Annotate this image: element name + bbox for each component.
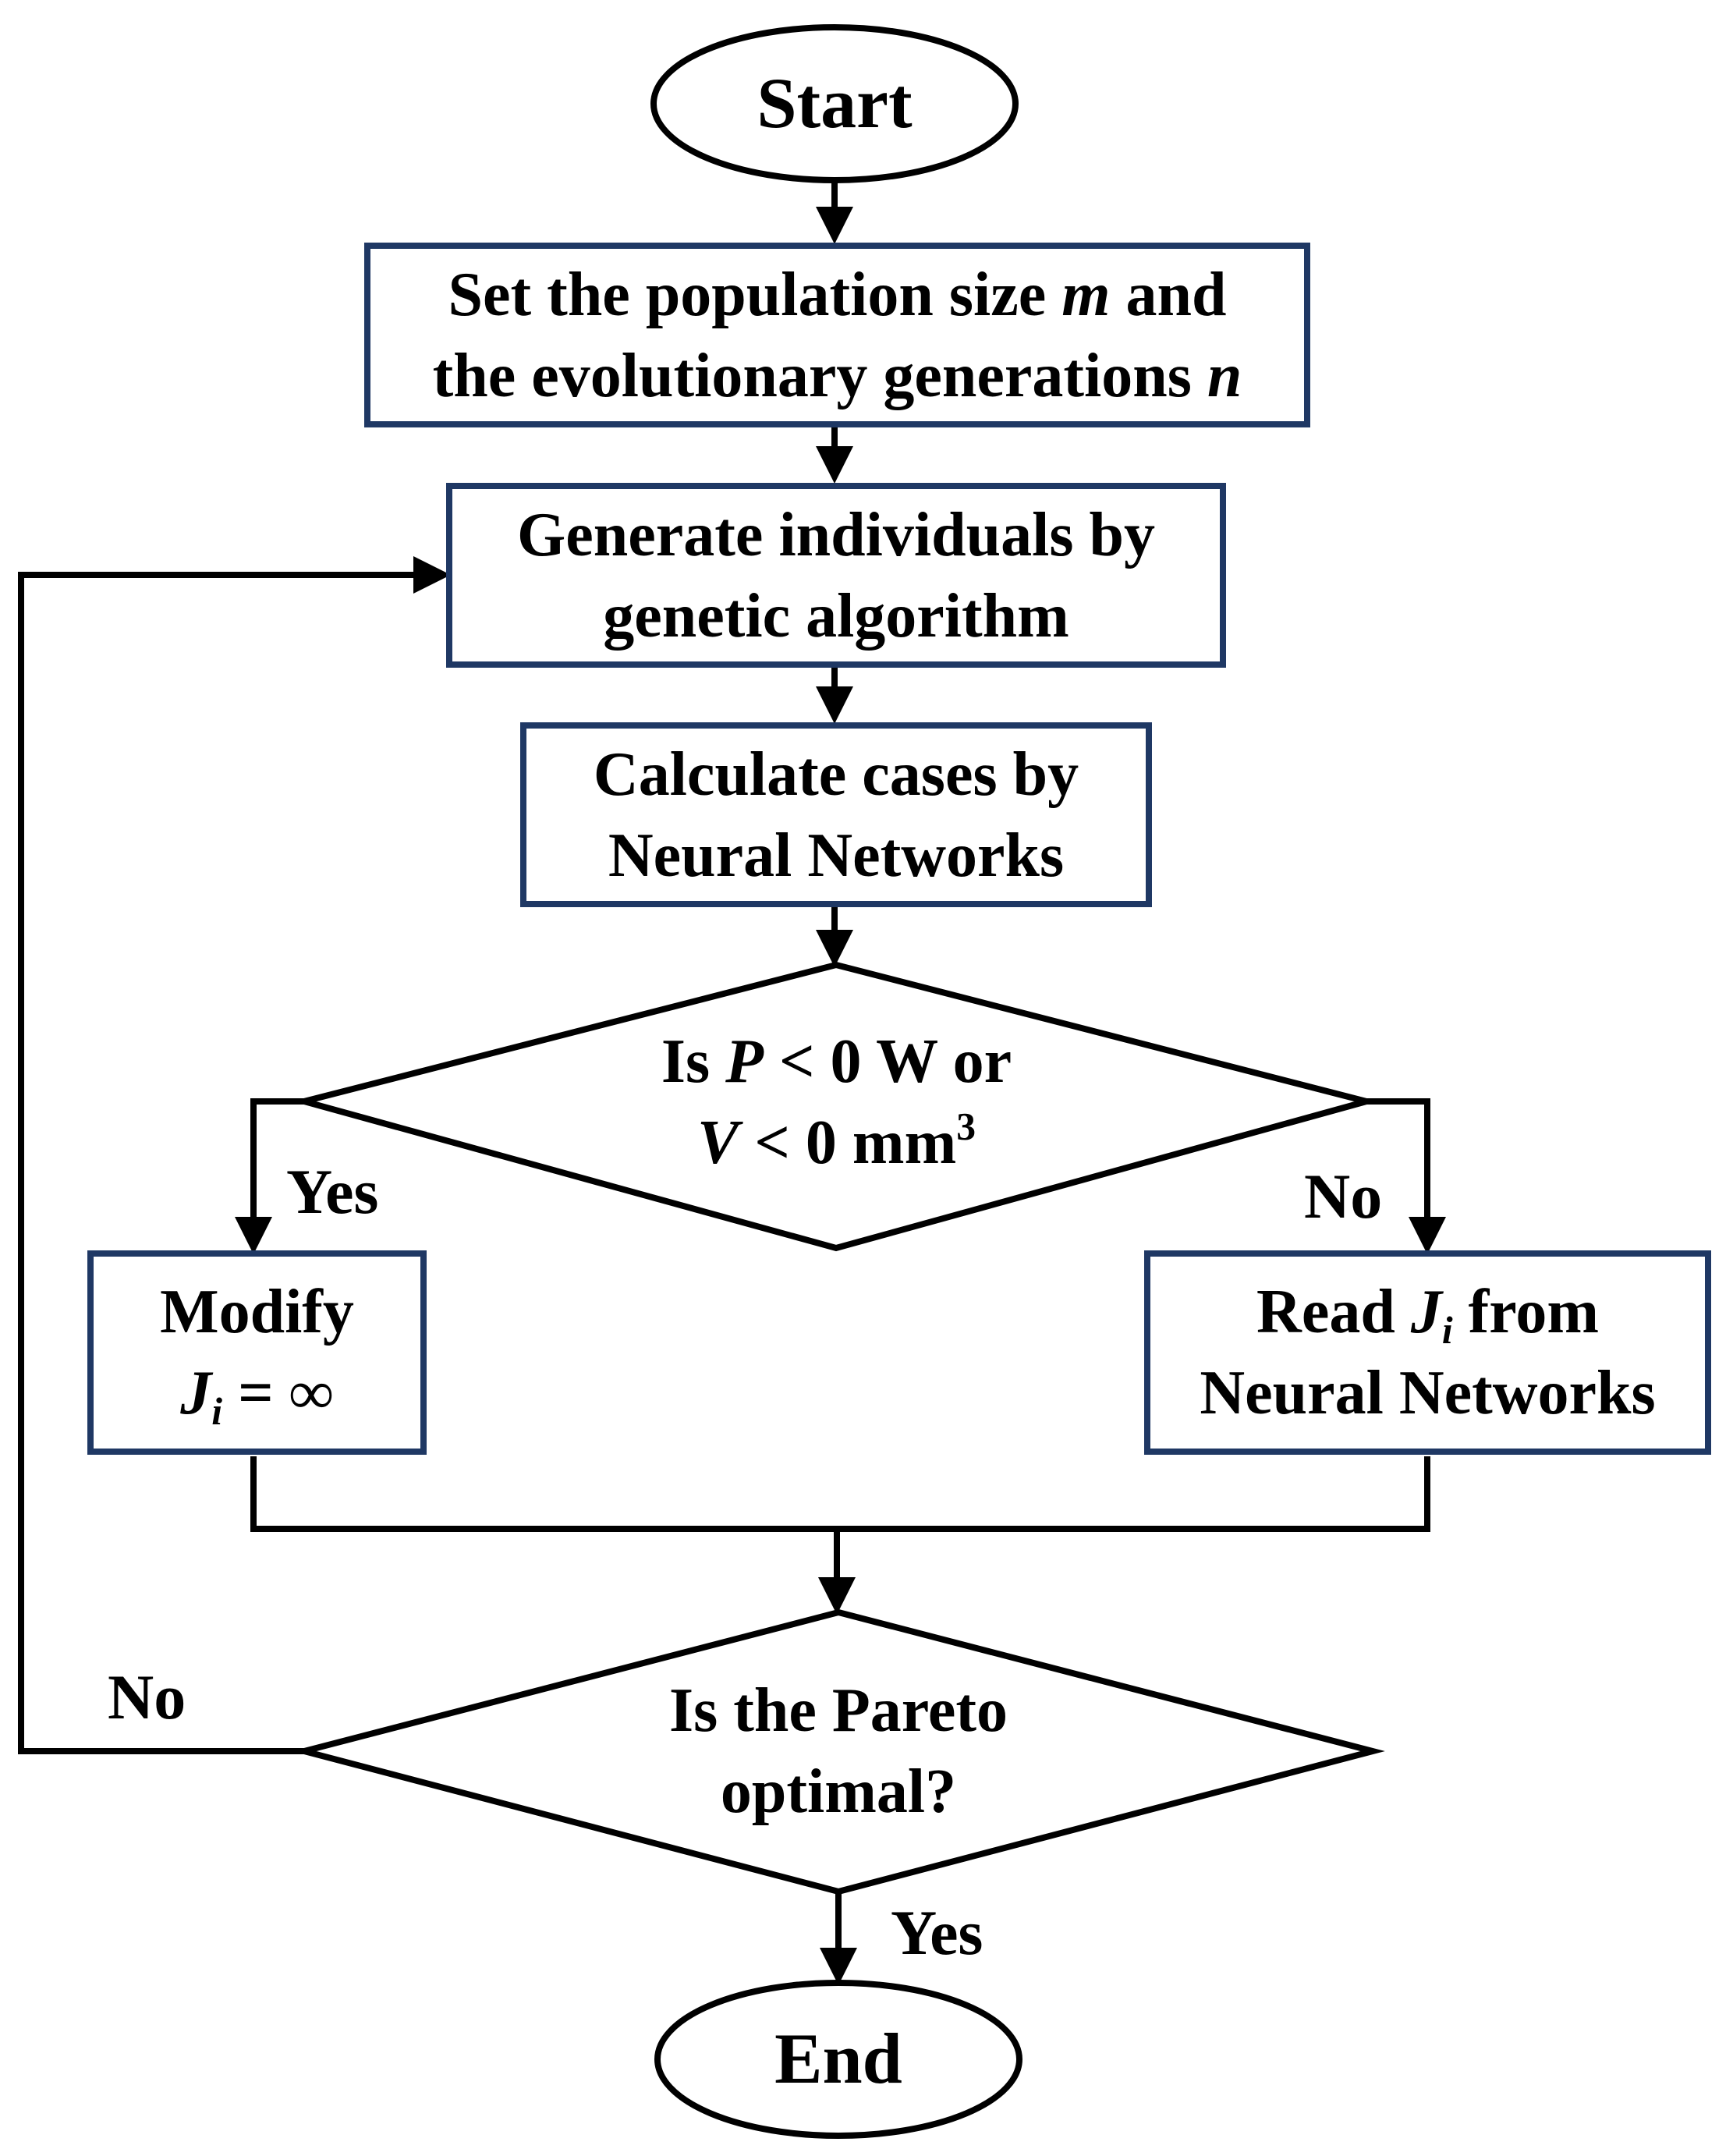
end-terminal: End xyxy=(657,1983,1019,2136)
generate-line-1: Generate individuals by xyxy=(517,500,1155,569)
pareto-line-1: Is the Pareto xyxy=(669,1676,1008,1745)
end-label: End xyxy=(774,2019,902,2099)
objective-variable: J xyxy=(180,1359,212,1427)
set-parameters-box: Set the population size m and the evolut… xyxy=(364,243,1310,427)
calculate-cases-box: Calculate cases by Neural Networks xyxy=(520,722,1152,907)
arrow-constraint-yes-branch xyxy=(235,1098,304,1254)
generate-individuals-box: Generate individuals by genetic algorith… xyxy=(446,483,1226,668)
population-size-variable: m xyxy=(1061,260,1111,329)
read-objective-variable: J xyxy=(1410,1278,1442,1346)
arrow-pareto-no-loop xyxy=(18,556,451,1754)
modify-box: Modify Ji = ∞ xyxy=(87,1250,427,1455)
constraint-text-1b: < 0 W or xyxy=(763,1027,1012,1096)
constraint-text-2b: < 0 mm xyxy=(739,1108,957,1177)
read-box: Read Ji from Neural Networks xyxy=(1144,1250,1711,1455)
merge-line xyxy=(250,1456,1430,1532)
constraint-decision: Is P < 0 W or V < 0 mm3 xyxy=(484,1014,1189,1190)
start-label: Start xyxy=(757,63,913,144)
set-parameters-text-2a: the evolutionary generations xyxy=(432,341,1207,410)
power-variable: P xyxy=(725,1027,764,1096)
read-line-1: Read Ji from xyxy=(1256,1271,1599,1353)
objective-subscript: i xyxy=(211,1389,223,1433)
cubic-exponent: 3 xyxy=(956,1104,976,1147)
constraint-line-2: V < 0 mm3 xyxy=(697,1102,976,1183)
read-text-1b: from xyxy=(1452,1278,1599,1346)
read-line-2: Neural Networks xyxy=(1200,1359,1656,1427)
set-parameters-line-1: Set the population size m and xyxy=(448,254,1227,335)
constraint-text-1a: Is xyxy=(661,1027,726,1096)
volume-variable: V xyxy=(696,1108,739,1177)
calculate-line-2: Neural Networks xyxy=(608,821,1065,890)
pareto-no-label: No xyxy=(108,1661,186,1732)
pareto-yes-label: Yes xyxy=(891,1897,983,1968)
pareto-line-2: optimal? xyxy=(720,1757,957,1826)
read-text-1a: Read xyxy=(1256,1278,1411,1346)
constraint-line-1: Is P < 0 W or xyxy=(661,1021,1012,1102)
pareto-decision: Is the Pareto optimal? xyxy=(507,1661,1170,1841)
modify-line-2: Ji = ∞ xyxy=(180,1353,333,1434)
constraint-no-label: No xyxy=(1304,1161,1383,1232)
constraint-decision-shape xyxy=(292,961,1379,1252)
read-objective-subscript: i xyxy=(1441,1308,1453,1352)
generate-line-2: genetic algorithm xyxy=(603,581,1069,651)
modify-line-1: Modify xyxy=(160,1278,354,1346)
start-terminal: Start xyxy=(654,27,1015,180)
constraint-yes-label: Yes xyxy=(286,1156,379,1227)
arrow-constraint-no-branch xyxy=(1366,1098,1446,1254)
set-parameters-text-1a: Set the population size xyxy=(448,260,1062,329)
set-parameters-line-2: the evolutionary generations n xyxy=(433,335,1242,417)
set-parameters-text-1b: and xyxy=(1110,260,1227,329)
modify-text-2b: = ∞ xyxy=(222,1359,334,1427)
generations-variable: n xyxy=(1207,341,1242,410)
calculate-line-1: Calculate cases by xyxy=(593,739,1079,809)
